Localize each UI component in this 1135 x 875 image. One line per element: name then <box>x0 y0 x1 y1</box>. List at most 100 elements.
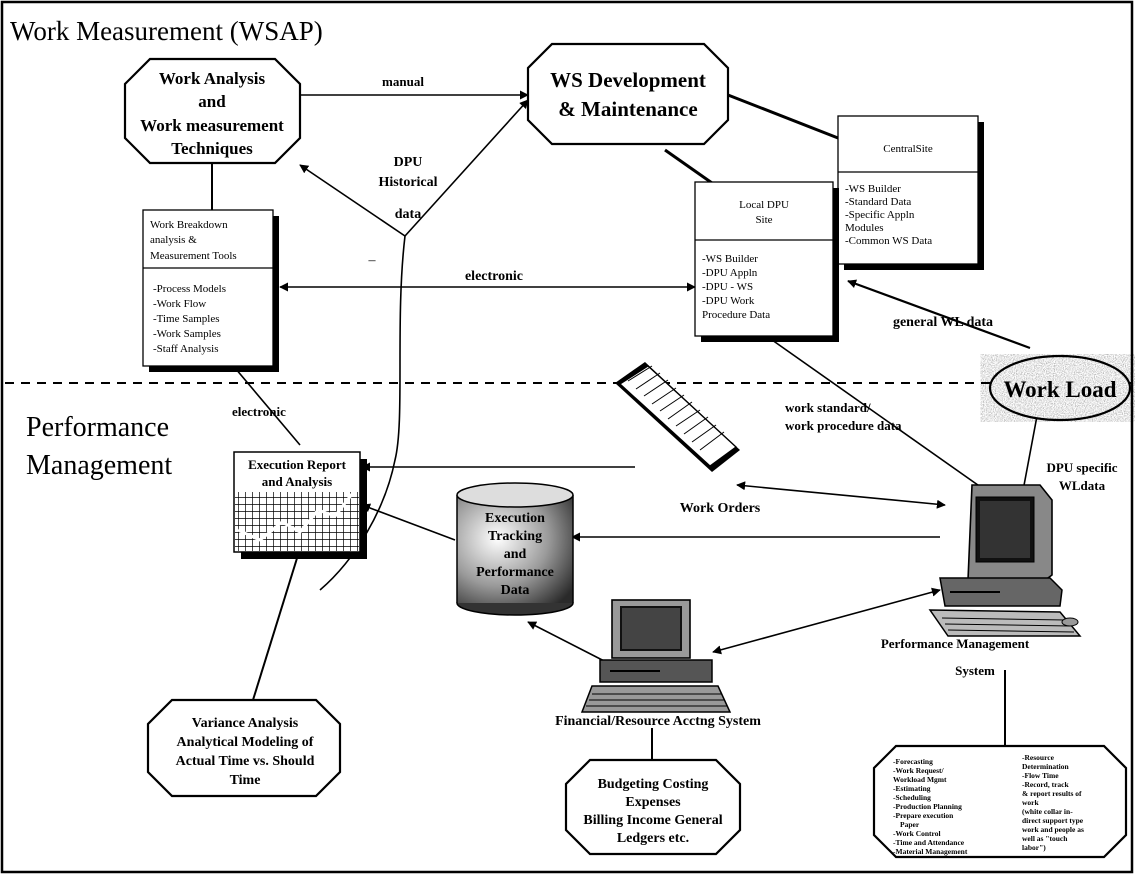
local-item-2: -DPU Appln <box>702 267 758 279</box>
local-dpu-title-2: Site <box>755 214 772 226</box>
work-analysis-line1: Work Analysis <box>159 69 266 88</box>
feature-left-11: -Material Management <box>893 847 968 856</box>
tracking-line3: and <box>504 547 527 562</box>
work-analysis-line4: Techniques <box>171 139 253 158</box>
budgeting-line2: Expenses <box>625 795 681 810</box>
feature-left-5: -Scheduling <box>893 793 931 802</box>
central-item-1: -WS Builder <box>845 183 901 195</box>
feature-right-5: & report results of <box>1022 789 1082 798</box>
label-work-standard-2: work procedure data <box>785 418 902 433</box>
work-orders-label: Work Orders <box>680 501 761 516</box>
wbs-item-3: -Time Samples <box>153 313 220 325</box>
arrow-financial-pms <box>712 587 941 655</box>
pms-features-node: -Forecasting -Work Request/ Workload Mgm… <box>872 744 1128 859</box>
central-item-3: -Specific Appln <box>845 209 915 221</box>
feature-right-10: well as "touch <box>1022 834 1068 843</box>
section-title-performance: Performance <box>26 412 169 443</box>
feature-left-1: -Forecasting <box>893 757 933 766</box>
feature-right-9: work and people as <box>1022 825 1084 834</box>
database-icon: Execution Tracking and Performance Data <box>456 482 574 616</box>
central-item-4: Modules <box>845 222 884 234</box>
label-work-standard-1: work standard/ <box>785 400 871 415</box>
work-analysis-line2: and <box>198 92 226 111</box>
label-historical: Historical <box>378 175 437 190</box>
arrow-historical-to-analysis <box>299 164 406 237</box>
label-manual: manual <box>382 74 424 89</box>
variance-line2: Analytical Modeling of <box>177 735 314 750</box>
wbs-item-1: -Process Models <box>153 283 226 295</box>
local-dpu-title-1: Local DPU <box>739 199 789 211</box>
ws-dev-line2: & Maintenance <box>558 97 697 121</box>
tracking-line5: Data <box>501 583 530 598</box>
financial-computer-icon <box>580 599 732 713</box>
local-dpu-box: Local DPU Site -WS Builder -DPU Appln -D… <box>694 181 839 342</box>
feature-right-6: work <box>1022 798 1039 807</box>
arrow-general-wl <box>847 279 1031 350</box>
line-report-variance <box>252 554 299 701</box>
local-item-1: -WS Builder <box>702 253 758 265</box>
work-analysis-line3: Work measurement <box>140 116 284 135</box>
feature-left-8: Paper <box>900 820 920 829</box>
label-dash: – <box>368 253 377 268</box>
execution-report-node: Execution Report and Analysis <box>233 451 367 559</box>
local-item-5: Procedure Data <box>702 309 770 321</box>
work-analysis-node: Work Analysis and Work measurement Techn… <box>123 57 302 165</box>
wbs-item-2: -Work Flow <box>153 298 206 310</box>
feature-left-7: -Prepare execution <box>893 811 954 820</box>
feature-left-4: -Estimating <box>893 784 931 793</box>
label-dpu-specific-2: WLdata <box>1059 478 1106 493</box>
budgeting-line3: Billing Income General <box>583 813 722 828</box>
central-item-2: -Standard Data <box>845 196 911 208</box>
ws-dev-line1: WS Development <box>550 68 706 92</box>
section-title-work-measurement: Work Measurement (WSAP) <box>10 16 323 46</box>
wbs-title-1: Work Breakdown <box>150 219 228 231</box>
work-load-node: Work Load <box>988 354 1132 422</box>
wbs-item-4: -Work Samples <box>153 328 221 340</box>
feature-left-2: -Work Request/ <box>893 766 945 775</box>
wbs-item-5: -Staff Analysis <box>153 343 219 355</box>
wbs-title-3: Measurement Tools <box>150 250 237 262</box>
central-site-box: CentralSite -WS Builder -Standard Data -… <box>837 115 984 270</box>
variance-line4: Time <box>230 773 261 788</box>
ws-development-node: WS Development & Maintenance <box>526 42 730 146</box>
financial-label: Financial/Resource Acctng System <box>555 714 761 729</box>
tracking-line4: Performance <box>476 565 554 580</box>
feature-right-8: direct support type <box>1022 816 1084 825</box>
execution-report-line1: Execution Report <box>248 457 347 472</box>
variance-line1: Variance Analysis <box>192 716 299 731</box>
variance-node: Variance Analysis Analytical Modeling of… <box>146 698 342 798</box>
arrow-pms-orders <box>736 481 946 509</box>
computer-icon <box>928 484 1082 637</box>
feature-right-11: labor") <box>1022 843 1046 852</box>
work-breakdown-box: Work Breakdown analysis & Measurement To… <box>142 209 279 372</box>
feature-right-1: -Resource <box>1022 753 1055 762</box>
label-electronic-mid: electronic <box>465 269 523 284</box>
arrow-electronic-left <box>229 361 301 446</box>
tracking-line1: Execution <box>485 511 545 526</box>
pms-label-line2: System <box>955 663 995 678</box>
feature-left-9: -Work Control <box>893 829 941 838</box>
execution-report-line2: and Analysis <box>262 474 332 489</box>
label-electronic-left: electronic <box>232 404 286 419</box>
line-wsdev-central <box>727 93 839 140</box>
feature-right-3: -Flow Time <box>1022 771 1059 780</box>
tracking-line2: Tracking <box>488 529 542 544</box>
label-general-wl: general WL data <box>893 315 993 330</box>
feature-right-4: -Record, track <box>1022 780 1069 789</box>
central-site-title: CentralSite <box>883 143 933 155</box>
arrow-financial-to-tracking <box>527 621 613 666</box>
feature-left-6: -Production Planning <box>893 802 962 811</box>
work-load-label: Work Load <box>1003 377 1116 402</box>
feature-right-2: Determination <box>1022 762 1069 771</box>
central-item-5: -Common WS Data <box>845 235 932 247</box>
section-title-management: Management <box>26 450 172 481</box>
arrow-historical-to-wsdev <box>404 99 529 237</box>
budgeting-line1: Budgeting Costing <box>598 777 709 792</box>
feature-left-10: -Time and Attendance <box>893 838 965 847</box>
feature-left-3: Workload Mgmt <box>893 775 947 784</box>
budgeting-node: Budgeting Costing Expenses Billing Incom… <box>564 758 742 856</box>
label-dpu-specific-1: DPU specific <box>1046 460 1117 475</box>
local-item-3: -DPU - WS <box>702 281 753 293</box>
